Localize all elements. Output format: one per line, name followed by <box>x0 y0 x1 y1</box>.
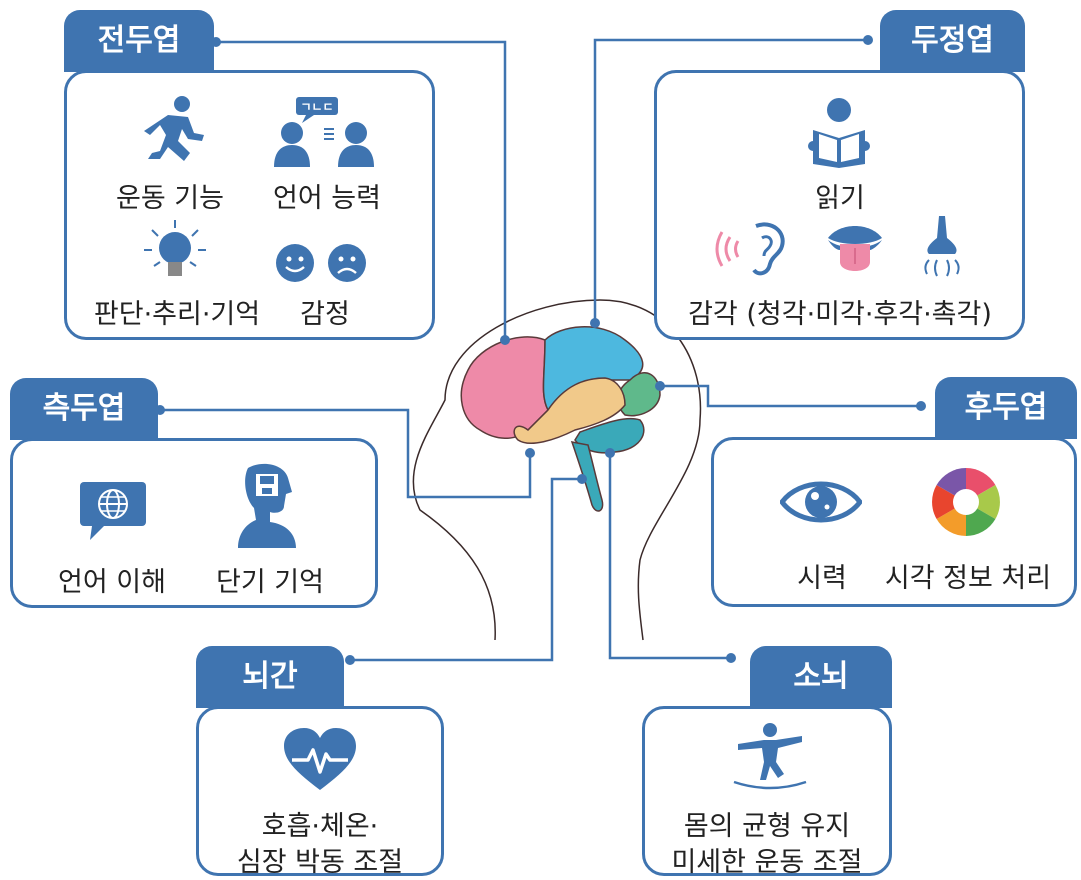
frontal-item-emotion: 감정 <box>300 299 350 330</box>
color-wheel-icon <box>932 468 1000 536</box>
globe-speech-icon <box>80 482 146 540</box>
speech-bubble-text: ㄱㄴㄷ <box>300 100 333 114</box>
parietal-item-senses: 감각 (청각·미각·후각·촉각) <box>688 299 992 330</box>
reading-person-icon <box>808 98 870 168</box>
occipital-item-vision: 시력 <box>797 563 847 594</box>
brainstem-title: 뇌간 <box>196 646 344 708</box>
temporal-lobe <box>513 377 626 444</box>
connector-parietal <box>593 38 868 323</box>
cerebellum-line-2: 미세한 운동 조절 <box>671 847 863 878</box>
occipital-box <box>711 437 1077 607</box>
frontal-item-judgment: 판단·추리·기억 <box>93 299 261 330</box>
temporal-item-short-term-memory: 단기 기억 <box>216 567 324 598</box>
frontal-item-motor: 운동 기능 <box>116 183 224 214</box>
connector-occipital <box>660 384 921 408</box>
brainstem-line-1: 호흡·체온· <box>261 811 379 842</box>
eye-icon <box>780 481 862 523</box>
emotion-faces-icon <box>276 244 366 282</box>
brainstem <box>570 441 604 512</box>
ear-icon <box>715 222 785 276</box>
occipital-title: 후두엽 <box>935 377 1077 439</box>
balancing-person-icon <box>733 723 807 790</box>
running-person-icon <box>144 96 204 161</box>
brainstem-line-2: 심장 박동 조절 <box>236 847 404 878</box>
memory-head-icon <box>238 463 296 548</box>
frontal-item-language: 언어 능력 <box>273 183 381 214</box>
parietal-item-reading: 읽기 <box>815 183 865 214</box>
frontal-box <box>64 70 435 340</box>
connector-brainstem <box>350 477 582 662</box>
brainstem-box <box>196 706 444 876</box>
connector-cerebellum <box>608 453 731 660</box>
lightbulb-icon <box>144 220 206 276</box>
temporal-title: 측두엽 <box>10 378 158 440</box>
temporal-item-comprehension: 언어 이해 <box>58 567 166 598</box>
head-outline <box>412 299 702 641</box>
connector-temporal <box>160 408 532 499</box>
frontal-title: 전두엽 <box>64 10 214 72</box>
connector-frontal <box>216 40 507 340</box>
occipital-item-visual-processing: 시각 정보 처리 <box>884 563 1052 594</box>
tongue-icon <box>828 226 882 271</box>
nose-icon <box>924 216 960 277</box>
conversation-icon: ㄱㄴㄷ <box>274 97 374 167</box>
cerebellum-line-1: 몸의 균형 유지 <box>683 811 851 842</box>
temporal-box <box>10 438 378 608</box>
heartbeat-icon <box>284 728 356 790</box>
parietal-title: 두정엽 <box>880 10 1025 72</box>
cerebellum-title: 소뇌 <box>750 646 892 708</box>
